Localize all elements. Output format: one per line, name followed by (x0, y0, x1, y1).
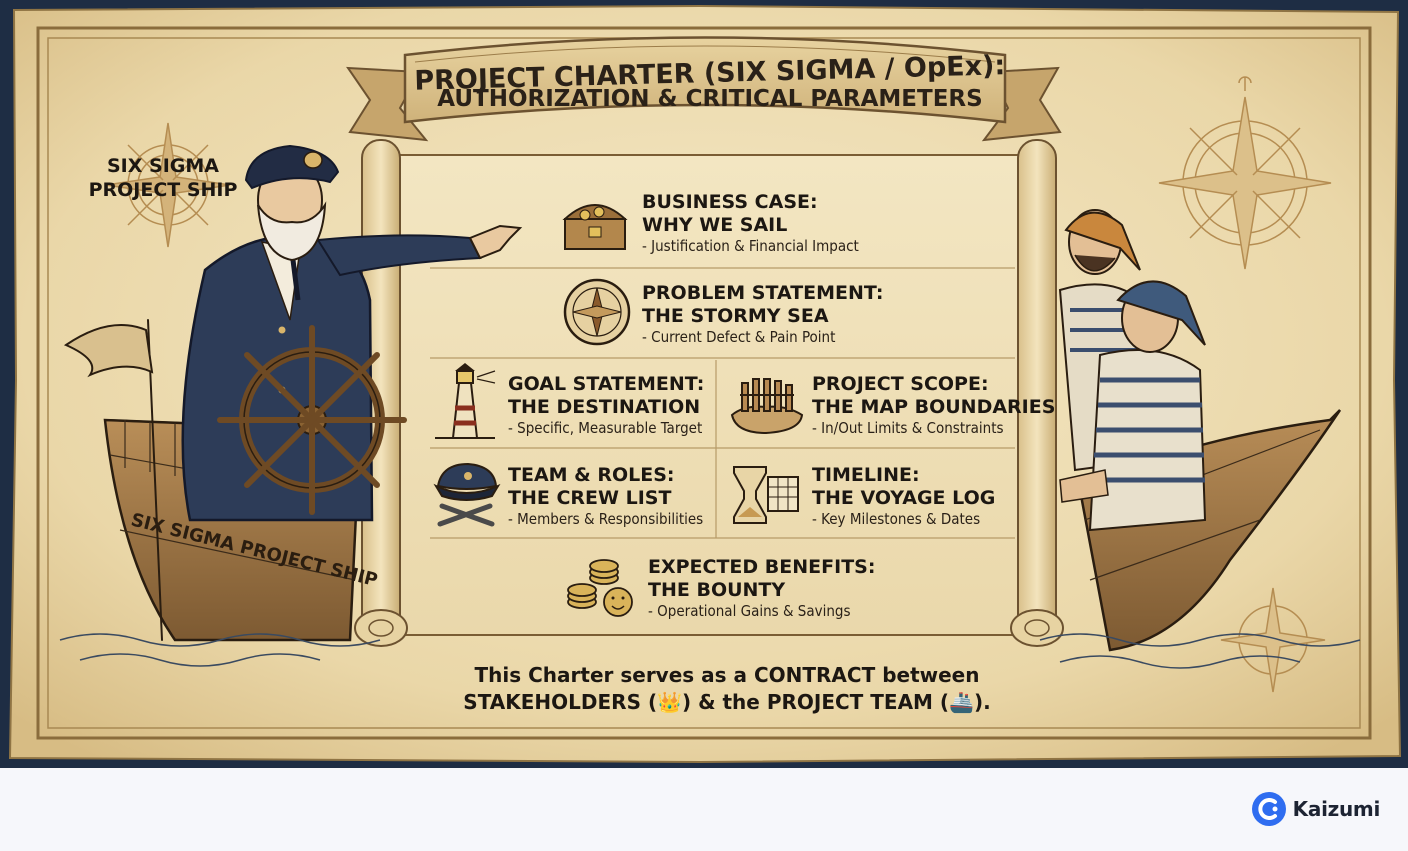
ship-label-line1: SIX SIGMA (107, 155, 219, 177)
benefits-title: EXPECTED BENEFITS: (648, 556, 875, 578)
charter-artwork: SIX SIGMA PROJECT SHIP (8, 4, 1402, 764)
scope-desc: - In/Out Limits & Constraints (812, 419, 1004, 437)
problem-desc: - Current Defect & Pain Point (642, 328, 835, 346)
waves (59, 633, 1361, 669)
sailor-front (1059, 280, 1207, 532)
scope-subtitle: THE MAP BOUNDARIES (812, 396, 1055, 418)
ship-label-line2: PROJECT SHIP (89, 179, 238, 201)
benefits-subtitle: THE BOUNTY (648, 579, 785, 601)
goal-desc: - Specific, Measurable Target (508, 419, 702, 437)
charter-illustration: SIX SIGMA PROJECT SHIP (0, 0, 1408, 768)
lighthouse-icon (435, 363, 496, 439)
pennant-flag (63, 324, 154, 378)
problem-title: PROBLEM STATEMENT: (642, 282, 883, 304)
goal-title: GOAL STATEMENT: (508, 373, 704, 395)
coins-icon (567, 559, 633, 617)
brand-name: Kaizumi (1292, 797, 1381, 821)
fenced-island-icon (730, 378, 804, 435)
timeline-title: TIMELINE: (812, 464, 920, 486)
banner-subtitle: AUTHORIZATION & CRITICAL PARAMETERS (437, 86, 982, 112)
team-desc: - Members & Responsibilities (508, 510, 703, 528)
timeline-subtitle: THE VOYAGE LOG (812, 487, 995, 509)
business-case-subtitle: WHY WE SAIL (642, 214, 787, 236)
brand-logo: Kaizumi (1251, 791, 1380, 827)
business-case-title: BUSINESS CASE: (642, 191, 818, 213)
bottom-bar (0, 768, 1408, 851)
problem-subtitle: THE STORMY SEA (642, 305, 829, 327)
captain-figure (181, 144, 523, 522)
hourglass-calendar-icon (733, 466, 799, 524)
scroll-roll-right (1017, 139, 1057, 641)
compass-icon (563, 278, 631, 346)
goal-subtitle: THE DESTINATION (508, 396, 700, 418)
footer-line1: This Charter serves as a CONTRACT betwee… (475, 663, 980, 687)
captain-hat-tools-icon (433, 462, 501, 527)
treasure-chest-icon (562, 204, 628, 250)
team-title: TEAM & ROLES: (508, 464, 675, 486)
scope-title: PROJECT SCOPE: (812, 373, 989, 395)
pointing-hand (468, 224, 523, 260)
compass-rose-bottom-icon (1220, 587, 1326, 693)
benefits-desc: - Operational Gains & Savings (648, 602, 851, 620)
title-banner (346, 36, 1062, 142)
team-subtitle: THE CREW LIST (508, 487, 671, 509)
compass-rose-right-icon (1158, 76, 1332, 270)
bandana-blue (1116, 280, 1206, 346)
map-border-outer (36, 26, 1372, 740)
bandana-orange (1064, 211, 1141, 271)
kaizumi-logo-icon (1251, 792, 1286, 826)
business-case-desc: - Justification & Financial Impact (642, 237, 859, 255)
compass-rose-left-icon (105, 122, 231, 248)
timeline-desc: - Key Milestones & Dates (812, 510, 980, 528)
ship-wheel-icon (217, 325, 407, 515)
footer-line2: STAKEHOLDERS (👑) & the PROJECT TEAM (🚢). (463, 690, 990, 714)
